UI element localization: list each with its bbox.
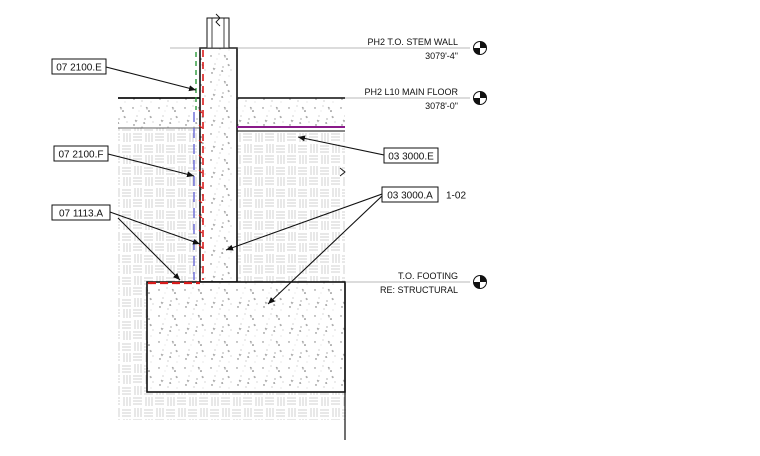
break-line (215, 13, 221, 27)
stem-wall (199, 47, 238, 283)
earth-hatch-right (237, 132, 345, 282)
keynote-tag[interactable]: 03 3000.A (381, 186, 439, 203)
leader-03-3000-a-wall (225, 193, 383, 251)
slab-left (118, 98, 200, 128)
level-name-stem-wall: PH2 T.O. STEM WALL (367, 37, 458, 47)
leader-07-1113-a-wall (109, 211, 201, 245)
level-elevation-footing: RE: STRUCTURAL (380, 285, 458, 295)
framing-above (206, 17, 230, 49)
earth-hatch-below (118, 390, 346, 420)
keynote-07-1113-a: 07 1113.A (59, 209, 103, 220)
level-name-footing: T.O. FOOTING (398, 271, 458, 281)
level-marker-icon (473, 41, 487, 55)
leader-07-2100-f (107, 153, 195, 178)
keynote-03-3000-e: 03 3000.E (388, 152, 434, 163)
break-line-right (339, 167, 346, 177)
keynote-tag[interactable]: 07 1113.A (51, 204, 111, 221)
keynote-tag[interactable]: 07 2100.F (53, 145, 109, 162)
keynote-07-2100-f: 07 2100.F (58, 150, 103, 161)
level-elevation-main-floor: 3078'-0" (425, 101, 458, 111)
level-elevation-stem-wall: 3079'-4" (425, 51, 458, 61)
footing (146, 281, 346, 393)
leader-03-3000-e (297, 135, 385, 156)
level-marker-icon (473, 275, 487, 289)
leader-07-1113-a-footing (117, 217, 181, 281)
keynote-tag[interactable]: 03 3000.E (383, 147, 439, 164)
leader-07-2100-e (105, 66, 197, 92)
leader-03-3000-a-footing (267, 195, 383, 305)
detail-reference[interactable]: 1-02 (446, 191, 466, 202)
keynote-03-3000-a: 03 3000.A (387, 191, 433, 202)
level-name-main-floor: PH2 L10 MAIN FLOOR (364, 87, 458, 97)
keynote-07-2100-e: 07 2100.E (56, 63, 102, 74)
floor-slab (237, 98, 345, 128)
level-marker-icon (473, 91, 487, 105)
keynote-tag[interactable]: 07 2100.E (51, 58, 107, 75)
